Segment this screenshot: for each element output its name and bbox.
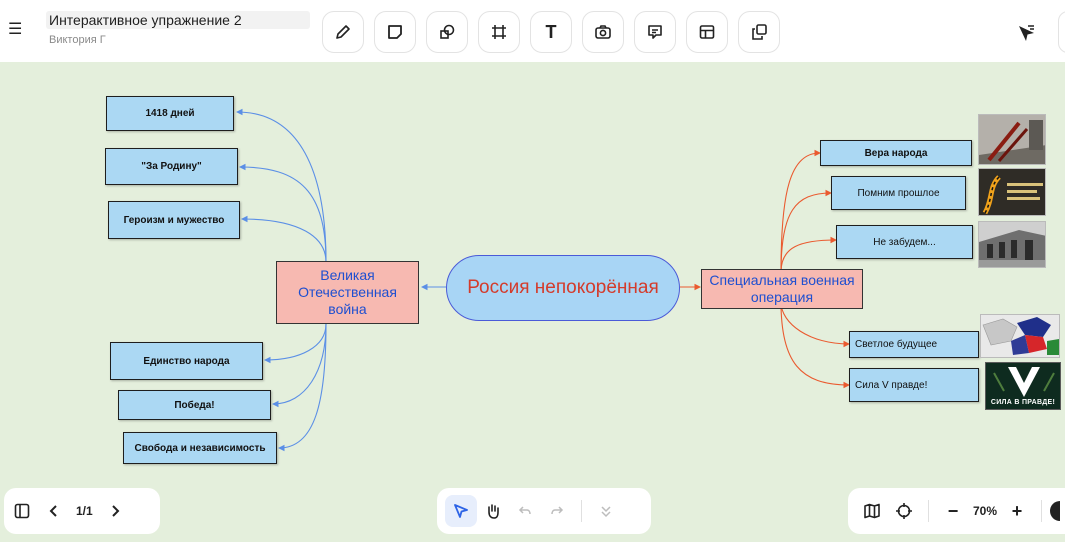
memorial-image-icon	[979, 115, 1045, 164]
leaf-node[interactable]: Помним прошлое	[831, 176, 966, 210]
leaf-node[interactable]: Свобода и независимость	[123, 432, 277, 464]
image-map[interactable]	[980, 314, 1060, 358]
leaf-node[interactable]: Героизм и мужество	[108, 201, 240, 239]
share-button[interactable]	[1058, 11, 1065, 53]
pages-sidebar-button[interactable]	[6, 495, 38, 527]
zoom-panel: − 70% +	[848, 488, 1065, 534]
cursor-icon	[454, 504, 468, 518]
connector-pobeda	[271, 323, 327, 408]
leaf-node[interactable]: Вера народа	[820, 140, 972, 166]
bottom-bar: 1/1 − 70% +	[0, 480, 1065, 542]
image-memorial-photo[interactable]	[978, 114, 1046, 165]
connectors	[235, 108, 851, 452]
leaf-node[interactable]: Победа!	[118, 390, 271, 420]
leaf-node[interactable]: Единство народа	[110, 342, 263, 380]
map-icon	[864, 503, 880, 519]
cursor-filter-icon	[1019, 25, 1034, 41]
image-v-emblem[interactable]: СИЛА В ПРАВДЕ!	[985, 362, 1061, 410]
frame-tool-button[interactable]	[478, 11, 520, 53]
navigation-panel	[437, 488, 651, 534]
leaf-node[interactable]: "За Родину"	[105, 148, 238, 185]
table-icon	[699, 25, 715, 39]
shapes-tool-button[interactable]	[426, 11, 468, 53]
comment-icon	[648, 25, 662, 39]
copy-tool-button[interactable]	[738, 11, 780, 53]
hand-icon	[488, 504, 499, 519]
shapes-icon	[440, 24, 455, 39]
leaf-node[interactable]: Не забудем...	[836, 225, 973, 259]
help-icon[interactable]	[1050, 501, 1061, 521]
pen-tool-button[interactable]	[322, 11, 364, 53]
connector-pomnim	[780, 189, 833, 273]
branch-node-left[interactable]: Великая Отечественная война	[276, 261, 419, 324]
copy-icon	[752, 24, 767, 40]
connector-geroizm	[240, 215, 327, 263]
map-image-icon	[981, 315, 1059, 357]
branch-node-right[interactable]: Специальная военная операция	[701, 269, 863, 309]
minimap-button[interactable]	[856, 495, 888, 527]
connector-vera	[780, 149, 822, 273]
hand-tool-button[interactable]	[477, 495, 509, 527]
divider	[1041, 500, 1043, 522]
zoom-level: 70%	[973, 504, 998, 518]
connector-sila	[780, 301, 851, 389]
text-icon: T	[545, 21, 557, 42]
image-building-photo[interactable]	[978, 221, 1046, 268]
leaf-node[interactable]: 1418 дней	[106, 96, 234, 131]
mindmap-canvas[interactable]: Россия непокорённая Великая Отечественна…	[0, 62, 1065, 480]
select-tool-button[interactable]	[445, 495, 477, 527]
undo-icon	[518, 506, 531, 515]
next-page-button[interactable]	[99, 495, 131, 527]
pages-panel: 1/1	[4, 488, 160, 534]
zoom-in-button[interactable]: +	[1011, 500, 1023, 521]
connector-za-rodinu	[238, 163, 327, 263]
crosshair-icon	[896, 503, 912, 519]
redo-icon	[551, 506, 564, 515]
divider	[928, 500, 929, 522]
pointer-filter-button[interactable]	[1011, 18, 1041, 48]
ribbon-image-icon	[979, 169, 1045, 215]
camera-icon	[595, 25, 611, 39]
connector-ne-zabudem	[780, 236, 838, 273]
connector-1418	[235, 108, 327, 263]
menu-icon[interactable]: ☰	[8, 21, 23, 38]
pencil-icon	[336, 25, 350, 39]
sidebar-toggle-icon	[14, 503, 30, 519]
v-letter-icon	[993, 367, 1055, 397]
document-author: Виктория Г	[49, 34, 106, 46]
chevron-right-icon	[111, 505, 120, 517]
zoom-out-button[interactable]: −	[947, 500, 959, 521]
sticky-note-icon	[388, 25, 402, 39]
connector-svoboda	[277, 323, 327, 452]
center-node[interactable]: Россия непокорённая	[446, 255, 680, 321]
leaf-node[interactable]: Сила V правде!	[849, 368, 979, 402]
top-toolbar: ☰ Интерактивное упражнение 2 Виктория Г …	[0, 0, 1065, 62]
frame-icon	[492, 25, 506, 39]
connector-edinstvo	[263, 323, 327, 364]
title-field-bg[interactable]	[46, 11, 310, 29]
comment-tool-button[interactable]	[634, 11, 676, 53]
image-ribbon-poster[interactable]	[978, 168, 1046, 216]
leaf-node[interactable]: Светлое будущее	[849, 331, 979, 358]
prev-page-button[interactable]	[38, 495, 70, 527]
text-tool-button[interactable]: T	[530, 11, 572, 53]
center-view-button[interactable]	[888, 495, 920, 527]
document-title[interactable]: Интерактивное упражнение 2	[49, 12, 242, 28]
image-caption: СИЛА В ПРАВДЕ!	[990, 399, 1056, 406]
building-image-icon	[979, 222, 1045, 267]
divider	[581, 500, 582, 522]
page-indicator: 1/1	[76, 504, 93, 518]
collapse-button[interactable]	[590, 495, 622, 527]
redo-button[interactable]	[541, 495, 573, 527]
table-tool-button[interactable]	[686, 11, 728, 53]
chevron-left-icon	[49, 505, 57, 517]
sticky-note-tool-button[interactable]	[374, 11, 416, 53]
double-chevron-down-icon	[601, 506, 611, 518]
image-tool-button[interactable]	[582, 11, 624, 53]
undo-button[interactable]	[509, 495, 541, 527]
